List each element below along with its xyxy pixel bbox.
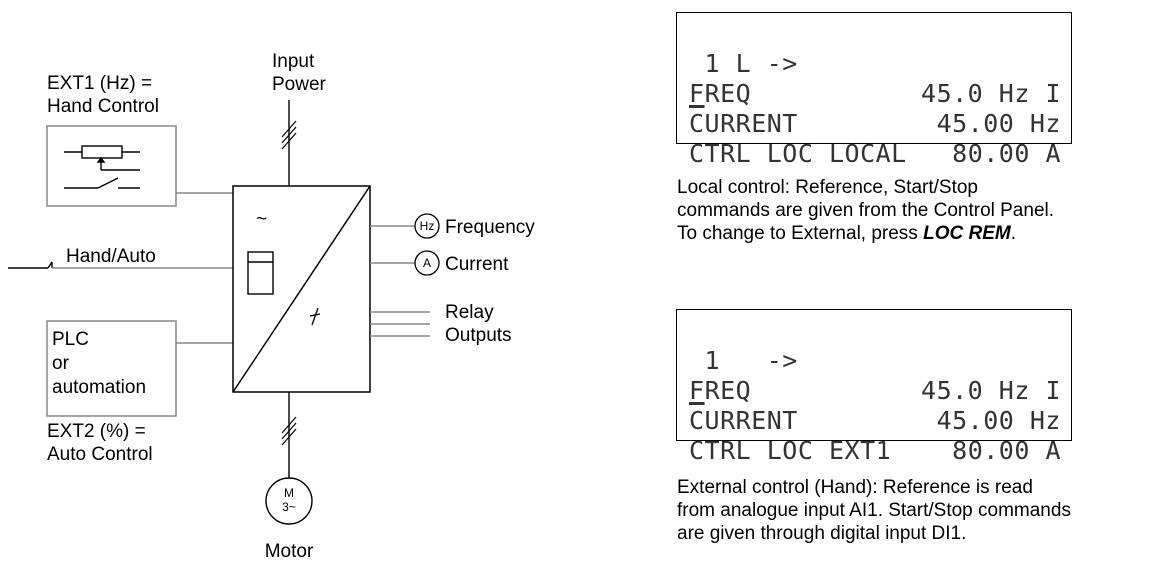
local-row2-rest: REQ <box>704 79 752 108</box>
hand-control-box <box>46 125 177 207</box>
local-row3-right: 80.00 A <box>952 139 1061 168</box>
current-label: Current <box>445 254 509 275</box>
plc-box <box>46 320 177 417</box>
loc-rem-key: LOC REM <box>923 223 1011 244</box>
local-panel-row3: CURRENT 80.00 A <box>677 79 1071 168</box>
local-panel-row2: FREQ 45.00 Hz <box>677 49 1071 138</box>
motor-symbol-line1: M <box>284 486 294 500</box>
drive-control-diagram: EXT1 (Hz) = Hand Control Input Power Han… <box>8 51 535 562</box>
local-row2-left: FREQ <box>689 79 751 109</box>
plc-label-line2: or <box>52 353 70 374</box>
local-panel-display: 1 L -> 45.0 Hz I FREQ 45.00 Hz CURRENT 8… <box>676 12 1072 168</box>
hand-auto-contact-icon <box>8 261 53 269</box>
external-panel-display: 1 -> 45.0 Hz I FREQ 45.00 Hz CURRENT 80.… <box>676 309 1072 465</box>
external-caption: External control (Hand): Reference is re… <box>677 476 1167 545</box>
local-caption-line3-prefix: To change to External, press <box>677 223 924 244</box>
external-caption-line2: from analogue input AI1. Start/Stop comm… <box>677 500 1071 521</box>
hand-auto-label: Hand/Auto <box>66 246 156 267</box>
ext1-label-line2: Hand Control <box>47 96 159 117</box>
hz-meter-icon <box>414 213 440 239</box>
inverter-symbol-icon <box>309 307 321 326</box>
local-row1-right: 45.0 Hz I <box>921 79 1061 108</box>
ext1-label-line1: EXT1 (Hz) = <box>47 73 152 94</box>
ampere-meter-icon <box>414 250 440 276</box>
motor-three-phase-marks <box>281 416 297 446</box>
plc-label-line3: automation <box>52 377 146 398</box>
relay-label-line2: Outputs <box>445 325 512 346</box>
external-panel-row3: CURRENT 80.00 A <box>677 376 1071 465</box>
local-row2-cursor-letter: F <box>689 79 705 108</box>
external-row2-right: 45.00 Hz <box>936 406 1061 435</box>
relay-output-lines <box>370 311 430 337</box>
external-row2-cursor-letter: F <box>689 376 705 405</box>
local-caption-line1: Local control: Reference, Start/Stop <box>677 177 978 198</box>
local-row3-left: CURRENT <box>689 109 798 138</box>
input-power-label-line2: Power <box>272 74 327 95</box>
external-panel-row1: 1 -> 45.0 Hz I <box>677 316 1071 405</box>
external-row3-right: 80.00 A <box>952 436 1061 465</box>
plc-label-line1: PLC <box>52 329 89 350</box>
external-row1-left: 1 -> <box>689 346 798 375</box>
tilde-symbol: ~ <box>256 209 267 230</box>
motor-icon <box>265 477 313 525</box>
external-row2-rest: REQ <box>704 376 752 405</box>
external-row1-right: 45.0 Hz I <box>921 376 1061 405</box>
ext2-label-line1: EXT2 (%) = <box>47 421 146 442</box>
external-panel-row4: CTRL LOC EXT1 <box>677 406 1071 465</box>
relay-label-line1: Relay <box>445 302 494 323</box>
local-caption: Local control: Reference, Start/Stop com… <box>677 176 1167 245</box>
external-row2-left: FREQ <box>689 376 751 406</box>
ext2-label-line2: Auto Control <box>47 444 153 465</box>
motor-symbol-line2: 3~ <box>282 500 296 514</box>
local-row1-left: 1 L -> <box>689 49 798 78</box>
potentiometer-icon <box>64 145 140 171</box>
local-row4: CTRL LOC LOCAL <box>689 139 907 168</box>
three-phase-marks <box>281 120 297 150</box>
input-power-label-line1: Input <box>272 51 315 72</box>
external-caption-line3: are given through digital input DI1. <box>677 523 967 544</box>
local-panel-row4: CTRL LOC LOCAL <box>677 109 1071 168</box>
external-row4: CTRL LOC EXT1 <box>689 436 892 465</box>
external-caption-line1: External control (Hand): Reference is re… <box>677 477 1033 498</box>
external-panel-row2: FREQ 45.00 Hz <box>677 346 1071 435</box>
control-panel-icon <box>247 251 274 295</box>
local-caption-line2: commands are given from the Control Pane… <box>677 200 1055 221</box>
motor-label: Motor <box>265 541 314 562</box>
a-symbol: A <box>423 256 431 270</box>
hz-symbol: Hz <box>420 219 435 233</box>
local-panel-row1: 1 L -> 45.0 Hz I <box>677 19 1071 108</box>
frequency-label: Frequency <box>445 217 535 238</box>
local-row2-right: 45.00 Hz <box>936 109 1061 138</box>
external-row3-left: CURRENT <box>689 406 798 435</box>
local-caption-line3-suffix: . <box>1010 223 1016 244</box>
switch-icon <box>64 177 140 189</box>
local-caption-line3: To change to External, press LOC REM. <box>677 222 1167 245</box>
drive-diagonal <box>232 185 371 393</box>
